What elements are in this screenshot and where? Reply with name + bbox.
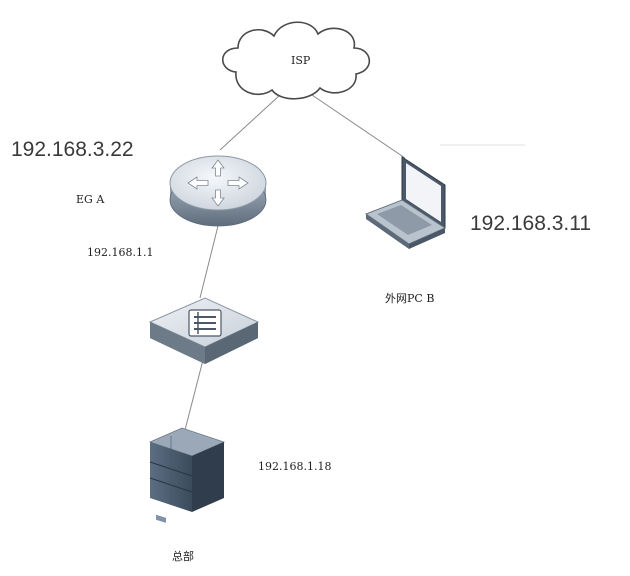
server-ip: 192.168.1.18 xyxy=(258,460,332,473)
switch-icon xyxy=(148,297,260,364)
server-name: 总部 xyxy=(172,550,194,563)
cloud-icon xyxy=(221,21,371,100)
router-icon xyxy=(169,155,267,227)
server-icon xyxy=(148,427,226,523)
link-isp-laptop xyxy=(311,94,406,159)
link-router-switch xyxy=(199,225,219,299)
switch-symbol xyxy=(188,309,222,337)
link-switch-server xyxy=(184,359,204,431)
link-isp-router xyxy=(219,94,281,151)
laptop-name: 外网PC B xyxy=(385,292,435,305)
laptop-icon xyxy=(364,156,447,249)
isp-label: ISP xyxy=(291,54,311,67)
links xyxy=(184,94,525,431)
router-wan-ip: 192.168.3.22 xyxy=(11,138,134,161)
router-name: EG A xyxy=(76,193,105,206)
laptop-ip: 192.168.3.11 xyxy=(470,212,592,235)
router-lan-ip: 192.168.1.1 xyxy=(87,246,154,259)
